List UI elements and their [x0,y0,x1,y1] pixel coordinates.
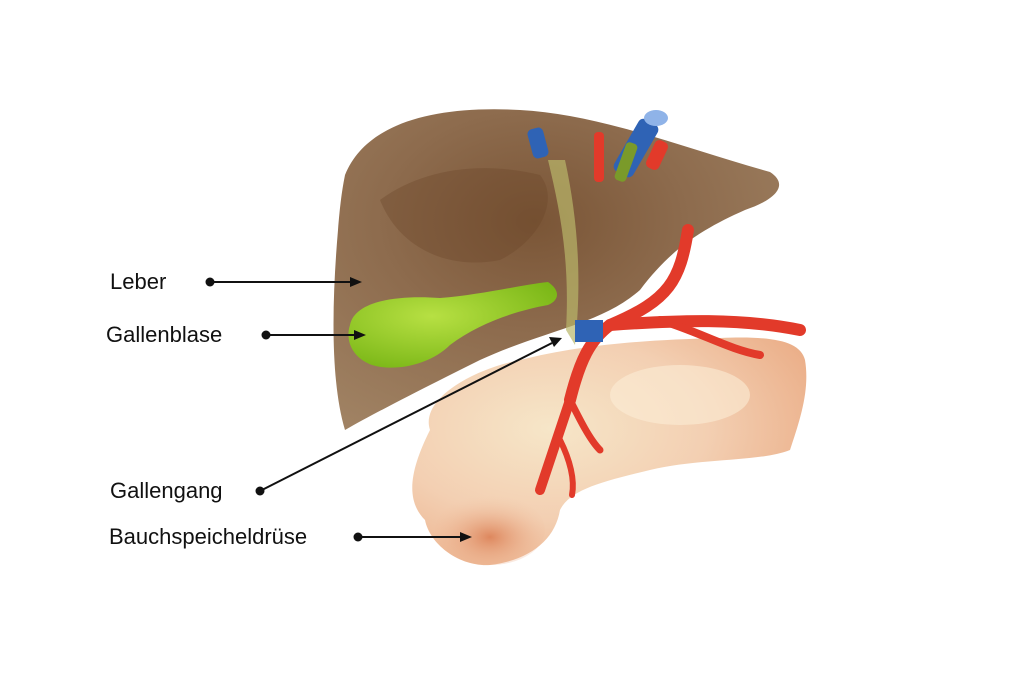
gallbladder [348,282,557,368]
portal-vein [575,320,603,342]
pointer-gallenblase [261,330,366,340]
hepatic-artery [535,224,806,498]
label-gallengang: Gallengang [110,478,223,503]
pointer-bauchspeicheldruese [353,532,472,542]
portal-vessels [527,110,669,182]
pancreas [412,337,807,566]
label-gallenblase: Gallenblase [106,322,223,347]
bile-duct [548,160,579,345]
label-bauchspeicheldruese: Bauchspeicheldrüse [109,524,308,549]
label-leber: Leber [110,269,167,294]
pointer-gallengang [255,337,562,496]
liver [333,109,780,431]
pointer-leber [205,277,362,287]
